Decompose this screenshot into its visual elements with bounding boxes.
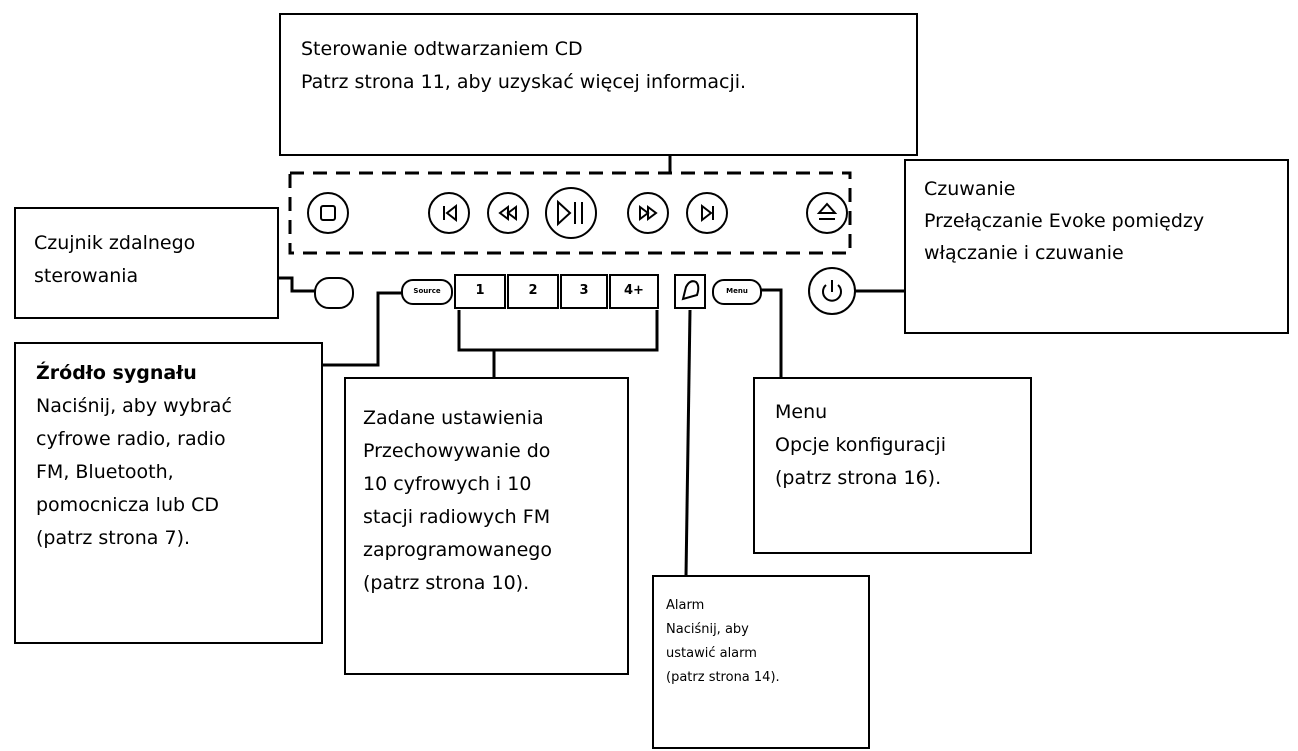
remote-sensor-connector [278, 276, 315, 293]
presets-text-line4: zaprogramowanego [363, 539, 552, 561]
play-pause-button[interactable] [545, 187, 597, 239]
standby-title: Czuwanie [924, 178, 1016, 200]
next-track-button[interactable] [686, 192, 728, 234]
presets-bracket [457, 310, 659, 352]
fast-forward-button[interactable] [627, 192, 669, 234]
menu-title: Menu [775, 401, 828, 423]
cd-control-callout: Sterowanie odtwarzaniem CD Patrz strona … [279, 13, 918, 156]
preset-1-label: 1 [475, 283, 485, 298]
source-button-label: Source [413, 287, 441, 295]
menu-button[interactable] [712, 279, 762, 305]
standby-callout: Czuwanie Przełączanie Evoke pomiędzy włą… [904, 159, 1289, 334]
remote-sensor-title: Czujnik zdalnego [34, 232, 196, 254]
standby-text-line2: włączanie i czuwanie [924, 242, 1124, 264]
preset-2-label: 2 [528, 283, 538, 298]
source-text-line1: Naciśnij, aby wybrać [36, 395, 232, 417]
eject-button[interactable] [806, 192, 848, 234]
bell-icon [681, 280, 700, 301]
eject-icon [816, 202, 838, 220]
source-text-line3: FM, Bluetooth, [36, 461, 174, 483]
standby-text-line1: Przełączanie Evoke pomiędzy [924, 210, 1205, 232]
presets-text-line3: stacji radiowych FM [363, 506, 551, 528]
preset-3-label: 3 [579, 283, 589, 298]
menu-button-label: Menu [726, 287, 748, 295]
preset-4-button[interactable] [609, 274, 659, 309]
previous-track-button[interactable] [428, 192, 470, 234]
rewind-button[interactable] [487, 192, 529, 234]
alarm-button[interactable] [674, 274, 706, 309]
menu-text-line2: (patrz strona 16). [775, 467, 942, 489]
previous-track-icon [443, 203, 457, 223]
rewind-icon [498, 205, 517, 221]
presets-callout: Zadane ustawienia Przechowywanie do 10 c… [344, 377, 629, 675]
source-text-line2: cyfrowe radio, radio [36, 428, 226, 450]
source-text-line5: (patrz strona 7). [36, 527, 191, 549]
presets-text-line1: Przechowywanie do [363, 440, 551, 462]
menu-callout: Menu Opcje konfiguracji (patrz strona 16… [753, 377, 1032, 554]
preset-4-label: 4+ [624, 283, 644, 298]
power-icon [822, 280, 842, 302]
remote-sensor-text: sterowania [34, 265, 139, 287]
cd-control-title: Sterowanie odtwarzaniem CD [301, 38, 583, 60]
menu-callout-connector [761, 288, 783, 378]
standby-button[interactable] [808, 267, 856, 315]
alarm-callout: Alarm Naciśnij, aby ustawić alarm (patrz… [652, 575, 870, 749]
alarm-text-line3: (patrz strona 14). [666, 670, 780, 685]
stop-icon [320, 205, 336, 221]
source-callout-connector [322, 291, 402, 367]
cd-control-text: Patrz strona 11, aby uzyskać więcej info… [301, 71, 747, 93]
source-text-line4: pomocnicza lub CD [36, 494, 220, 516]
alarm-text-line2: ustawić alarm [666, 646, 757, 661]
presets-text-line2: 10 cyfrowych i 10 [363, 473, 532, 495]
next-track-icon [701, 203, 714, 223]
preset-3-button[interactable] [560, 274, 608, 309]
remote-sensor-window [314, 277, 354, 309]
presets-text-line5: (patrz strona 10). [363, 572, 530, 594]
source-callout: Źródło sygnału Naciśnij, aby wybrać cyfr… [14, 342, 323, 644]
presets-title: Zadane ustawienia [363, 407, 544, 429]
cd-controls-dashed-frame [288, 171, 852, 255]
source-title: Źródło sygnału [36, 362, 197, 384]
alarm-callout-connector [684, 309, 692, 577]
play-pause-icon [557, 199, 583, 227]
menu-text-line1: Opcje konfiguracji [775, 434, 946, 456]
preset-2-button[interactable] [507, 274, 559, 309]
alarm-text-line1: Naciśnij, aby [666, 622, 749, 637]
stop-button[interactable] [307, 192, 349, 234]
preset-1-button[interactable] [454, 274, 506, 309]
alarm-title: Alarm [666, 598, 705, 613]
fast-forward-icon [639, 205, 658, 221]
remote-sensor-callout: Czujnik zdalnego sterowania [14, 207, 279, 319]
